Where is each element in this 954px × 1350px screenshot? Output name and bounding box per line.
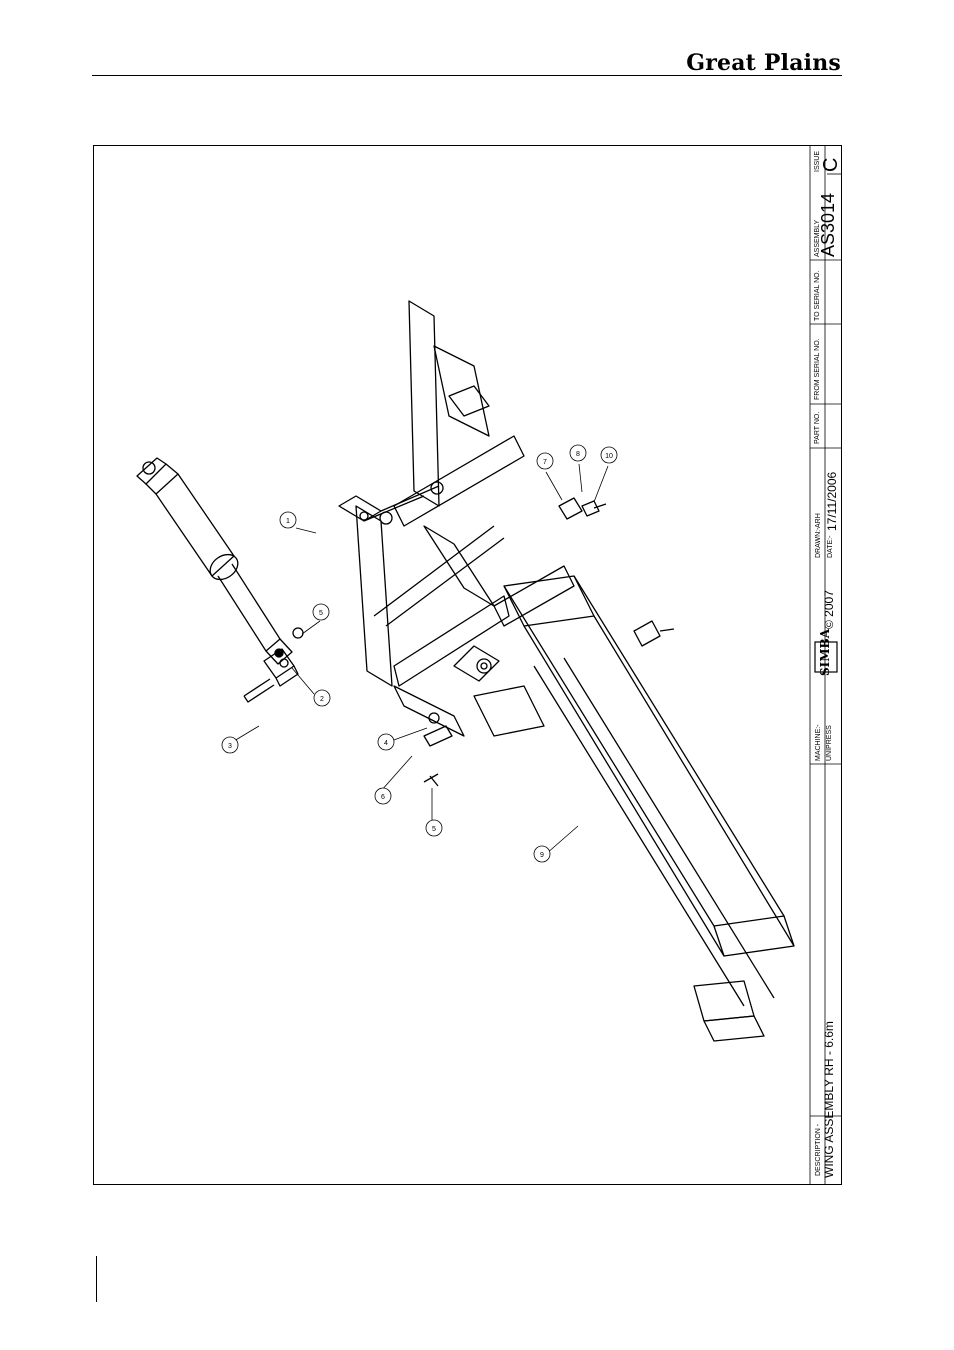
brand-logo: Great Plains	[686, 50, 841, 76]
copyright: © 2007	[822, 590, 836, 629]
to-serial-label: TO SERIAL NO.	[814, 270, 821, 321]
machine-label: MACHINE:-	[815, 724, 822, 761]
drawn-value: ARH	[815, 513, 822, 528]
header-rule	[92, 75, 842, 76]
drawing-sheet: 1 2 3 4 5 6 5 7 8 9 10 DESCRIPTION - WI	[93, 145, 842, 1185]
callout-5b-label: 5	[432, 826, 436, 833]
callout-8-label: 8	[576, 451, 580, 458]
wing-assembly-drawing: 1 2 3 4 5 6 5 7 8 9 10	[94, 146, 841, 1184]
part-no-label: PART NO.	[814, 412, 821, 444]
issue-value: C	[820, 158, 843, 172]
callout-3-label: 3	[228, 743, 232, 750]
callout-9-label: 9	[540, 852, 544, 859]
callout-5a-label: 5	[319, 610, 323, 617]
assembly-value: AS3014	[818, 193, 839, 257]
machine-value: UNIPRESS	[826, 725, 833, 761]
callout-4-label: 4	[384, 740, 388, 747]
callout-1-label: 1	[286, 518, 290, 525]
date-value: 17/11/2006	[825, 472, 839, 531]
clevis-block	[244, 628, 303, 702]
footer-rule	[96, 1256, 97, 1302]
callout-6-label: 6	[381, 794, 385, 801]
callout-10-label: 10	[605, 453, 613, 460]
hardware	[424, 498, 674, 786]
description-label: DESCRIPTION -	[815, 1124, 822, 1176]
simba-logo: SIMBA	[818, 629, 832, 676]
drawn-label: DRAWN:-	[815, 528, 822, 558]
callout-7-label: 7	[543, 459, 547, 466]
date-label: DATE:-	[827, 536, 834, 558]
beam	[474, 576, 794, 1041]
frame	[339, 301, 574, 736]
hydraulic-cylinder	[137, 458, 292, 664]
from-serial-label: FROM SERIAL NO.	[814, 338, 821, 400]
description-value: WING ASSEMBLY RH - 6.6m	[822, 1021, 836, 1178]
callout-2-label: 2	[320, 696, 324, 703]
